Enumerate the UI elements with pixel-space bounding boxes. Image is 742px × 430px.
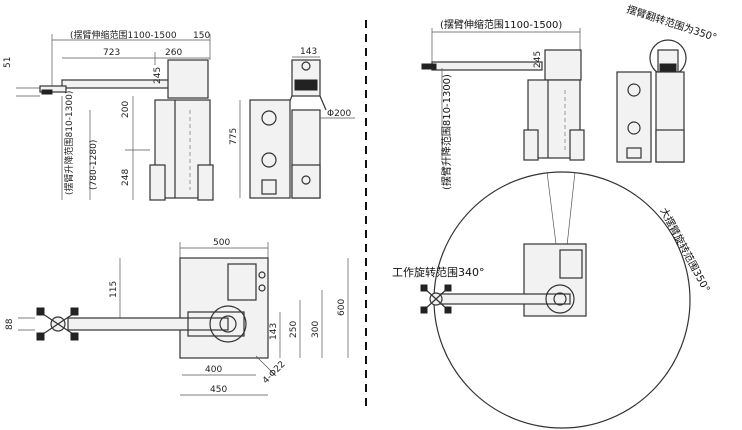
left-front-view: 143 775 Φ200 <box>229 47 355 199</box>
right-big-arm-rotation-label: 大摆臂旋转范围350° <box>657 205 713 294</box>
right-lift-range-label: (摆臂升降范围810-1300) <box>440 74 453 190</box>
dim-600: 600 <box>337 299 347 316</box>
right-arm-telescopic-label: (摆臂伸缩范围1100-1500) <box>440 18 562 31</box>
dim-lift-range: (摆臂升降范围810-1300) <box>63 91 75 195</box>
dim-115: 115 <box>109 281 119 298</box>
dim-780-1280: (780-1280) <box>89 140 99 190</box>
dim-143-top: 143 <box>300 47 317 57</box>
dim-200: 200 <box>121 101 131 118</box>
right-arm-flip-label: 摆臂翻转范围为350° <box>625 2 719 43</box>
dim-250: 250 <box>289 321 299 338</box>
right-side-view: (摆臂伸缩范围1100-1500) 245 (摆臂升降范围810-1300) <box>421 18 585 190</box>
left-tool-head <box>36 307 79 341</box>
dim-88: 88 <box>5 318 15 330</box>
dim-245: 245 <box>153 67 163 84</box>
dim-500: 500 <box>213 238 230 248</box>
dim-775: 775 <box>229 128 239 145</box>
dim-143-mid: 143 <box>269 323 279 340</box>
arm-telescopic-range-label: (摆臂伸缩范围1100-1500 <box>70 29 177 41</box>
dim-4phi22: 4-Φ22 <box>261 360 288 387</box>
right-front-view: 摆臂翻转范围为350° <box>616 2 719 163</box>
left-side-view: (摆臂伸缩范围1100-1500 150 723 260 51 245 (摆臂升… <box>3 29 214 201</box>
dim-phi200: Φ200 <box>327 109 352 119</box>
dim-51: 51 <box>3 57 13 68</box>
dim-150: 150 <box>193 31 210 41</box>
dim-260: 260 <box>165 48 182 58</box>
dim-248: 248 <box>121 169 131 186</box>
dim-300: 300 <box>311 321 321 338</box>
right-dim-245: 245 <box>533 51 543 68</box>
right-work-rotation-label: 工作旋转范围340° <box>392 265 485 279</box>
dim-450: 450 <box>210 385 227 395</box>
dim-400: 400 <box>205 365 222 375</box>
dim-723: 723 <box>103 48 120 58</box>
right-tool-head <box>420 284 452 314</box>
left-plan-view: 500 88 115 143 250 300 600 <box>5 238 349 396</box>
right-plan-view: 大摆臂旋转范围350° 工作旋转范围340° <box>392 171 713 429</box>
